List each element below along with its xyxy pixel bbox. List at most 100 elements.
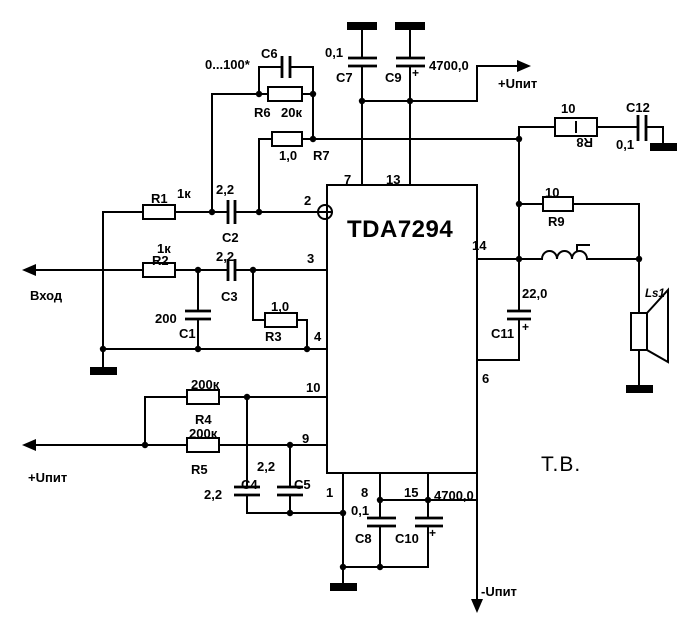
capacitor-c3-ref-label: C3 [221,289,238,304]
speaker-ls1-ref-label: Ls1 [645,288,665,300]
capacitor-c10-polarity-label: + [429,526,436,540]
resistor-r3-value-label: 1,0 [271,299,289,314]
resistor-r9-body [542,196,574,212]
pin-label-14: 14 [472,238,487,253]
author-signature: Т.В. [541,453,581,476]
resistor-r3-body [264,312,298,328]
capacitor-c5-ref-label: C5 [294,477,311,492]
capacitor-c6-value-label: 0...100* [205,57,251,72]
capacitor-c6 [280,56,292,78]
resistor-r9-value-label: 10 [545,185,559,200]
capacitor-c4-value-label: 2,2 [204,487,222,502]
capacitor-c1-ref-label: C1 [179,326,196,341]
wires-output [476,138,640,386]
resistor-r6-ref-label: R6 [254,105,271,120]
capacitor-c6-ref-label: C6 [261,46,278,61]
capacitor-c12-value-label: 0,1 [616,137,634,152]
pin-label-1: 1 [326,485,333,500]
ic-body [326,184,478,474]
ground-symbol-input [90,367,117,375]
capacitor-c5-value-label: 2,2 [257,459,275,474]
wires-r4-r5 [33,396,344,514]
resistor-r5-body [186,437,220,453]
wires-r8-c12 [518,126,664,144]
supply-negative-label: -Uпит [481,584,517,599]
resistor-r4-value-label: 200к [191,377,220,392]
wires-input [33,211,333,368]
resistor-r3-ref-label: R3 [265,329,282,344]
resistor-r2-ref-label: R2 [152,253,169,268]
capacitor-c1 [185,309,211,321]
capacitor-c3 [226,259,237,281]
pin-label-4: 4 [314,329,322,344]
capacitor-c11-polarity-label: + [522,320,529,334]
pin2-terminal-circle [317,204,333,220]
capacitor-c12-ref-label: C12 [626,100,650,115]
ground-symbol-top-right [395,22,425,30]
capacitor-c10-value-label: 4700,0 [434,488,474,503]
capacitor-c9-polarity-label: + [412,66,419,80]
supply-positive-top-label: +Uпит [498,76,537,91]
resistor-r2-value-label: 1к [157,241,171,256]
resistor-r8-value-label: 10 [561,101,575,116]
resistor-r6-body [267,86,303,102]
wires-top-supply [361,29,522,186]
capacitor-c10-ref-label: C10 [395,531,419,546]
ground-symbol-top-left [347,22,377,30]
pin-label-7: 7 [344,172,351,187]
capacitor-c9 [396,56,425,68]
capacitor-c7 [348,56,377,68]
capacitor-c7-ref-label: C7 [336,70,353,85]
resistor-r7-body [271,131,303,147]
resistor-r1-body [142,204,176,220]
input-port-label: Вход [30,288,63,303]
ic-part-number: TDA7294 [347,216,453,243]
capacitor-c3-value-label: 2,2 [216,249,234,264]
resistor-r1-ref-label: R1 [151,191,168,206]
speaker-ls1 [630,287,669,364]
resistor-r9-ref-label: R9 [548,214,565,229]
wires-feedback [211,66,520,213]
resistor-r8-ref-label: R8 [576,135,593,150]
capacitor-c5 [277,485,303,497]
resistor-r5-ref-label: R5 [191,462,208,477]
ground-symbol-bottom [330,583,357,591]
pin-label-15: 15 [404,485,418,500]
pin-label-13: 13 [386,172,400,187]
capacitor-c2-value-label: 2,2 [216,182,234,197]
capacitor-c9-ref-label: C9 [385,70,402,85]
capacitor-c8-ref-label: C8 [355,531,372,546]
input-arrow [22,264,36,276]
pin-label-10: 10 [306,380,320,395]
pin-label-2: 2 [304,193,311,208]
pin-label-3: 3 [307,251,314,266]
capacitor-c12 [636,115,648,141]
pin-label-6: 6 [482,371,489,386]
supply-arrow-positive-bottom [22,439,36,451]
capacitor-c8-value-label: 0,1 [351,503,369,518]
resistor-r5-value-label: 200к [189,426,218,441]
capacitor-c2-ref-label: C2 [222,230,239,245]
capacitor-c10 [415,516,443,528]
capacitor-c8 [367,516,396,528]
resistor-r4-body [186,389,220,405]
capacitor-c11 [507,309,531,321]
capacitor-c11-ref-label: C11 [491,326,514,341]
resistor-r7-ref-label: R7 [313,148,330,163]
resistor-r1-value-label: 1к [177,186,191,201]
inductor-coil [540,250,589,261]
supply-arrow-negative [471,599,483,613]
pin-label-8: 8 [361,485,368,500]
capacitor-c11-value-label: 22,0 [522,286,547,301]
resistor-r4-ref-label: R4 [195,412,212,427]
pin-label-9: 9 [302,431,309,446]
resistor-r7-value-label: 1,0 [279,148,297,163]
resistor-r2-body [142,262,176,278]
resistor-r6-value-label: 20к [281,105,302,120]
capacitor-c2 [226,200,237,224]
ground-symbol-c12 [650,143,677,151]
supply-arrow-positive-top [517,60,531,72]
capacitor-c1-value-label: 200 [155,311,177,326]
